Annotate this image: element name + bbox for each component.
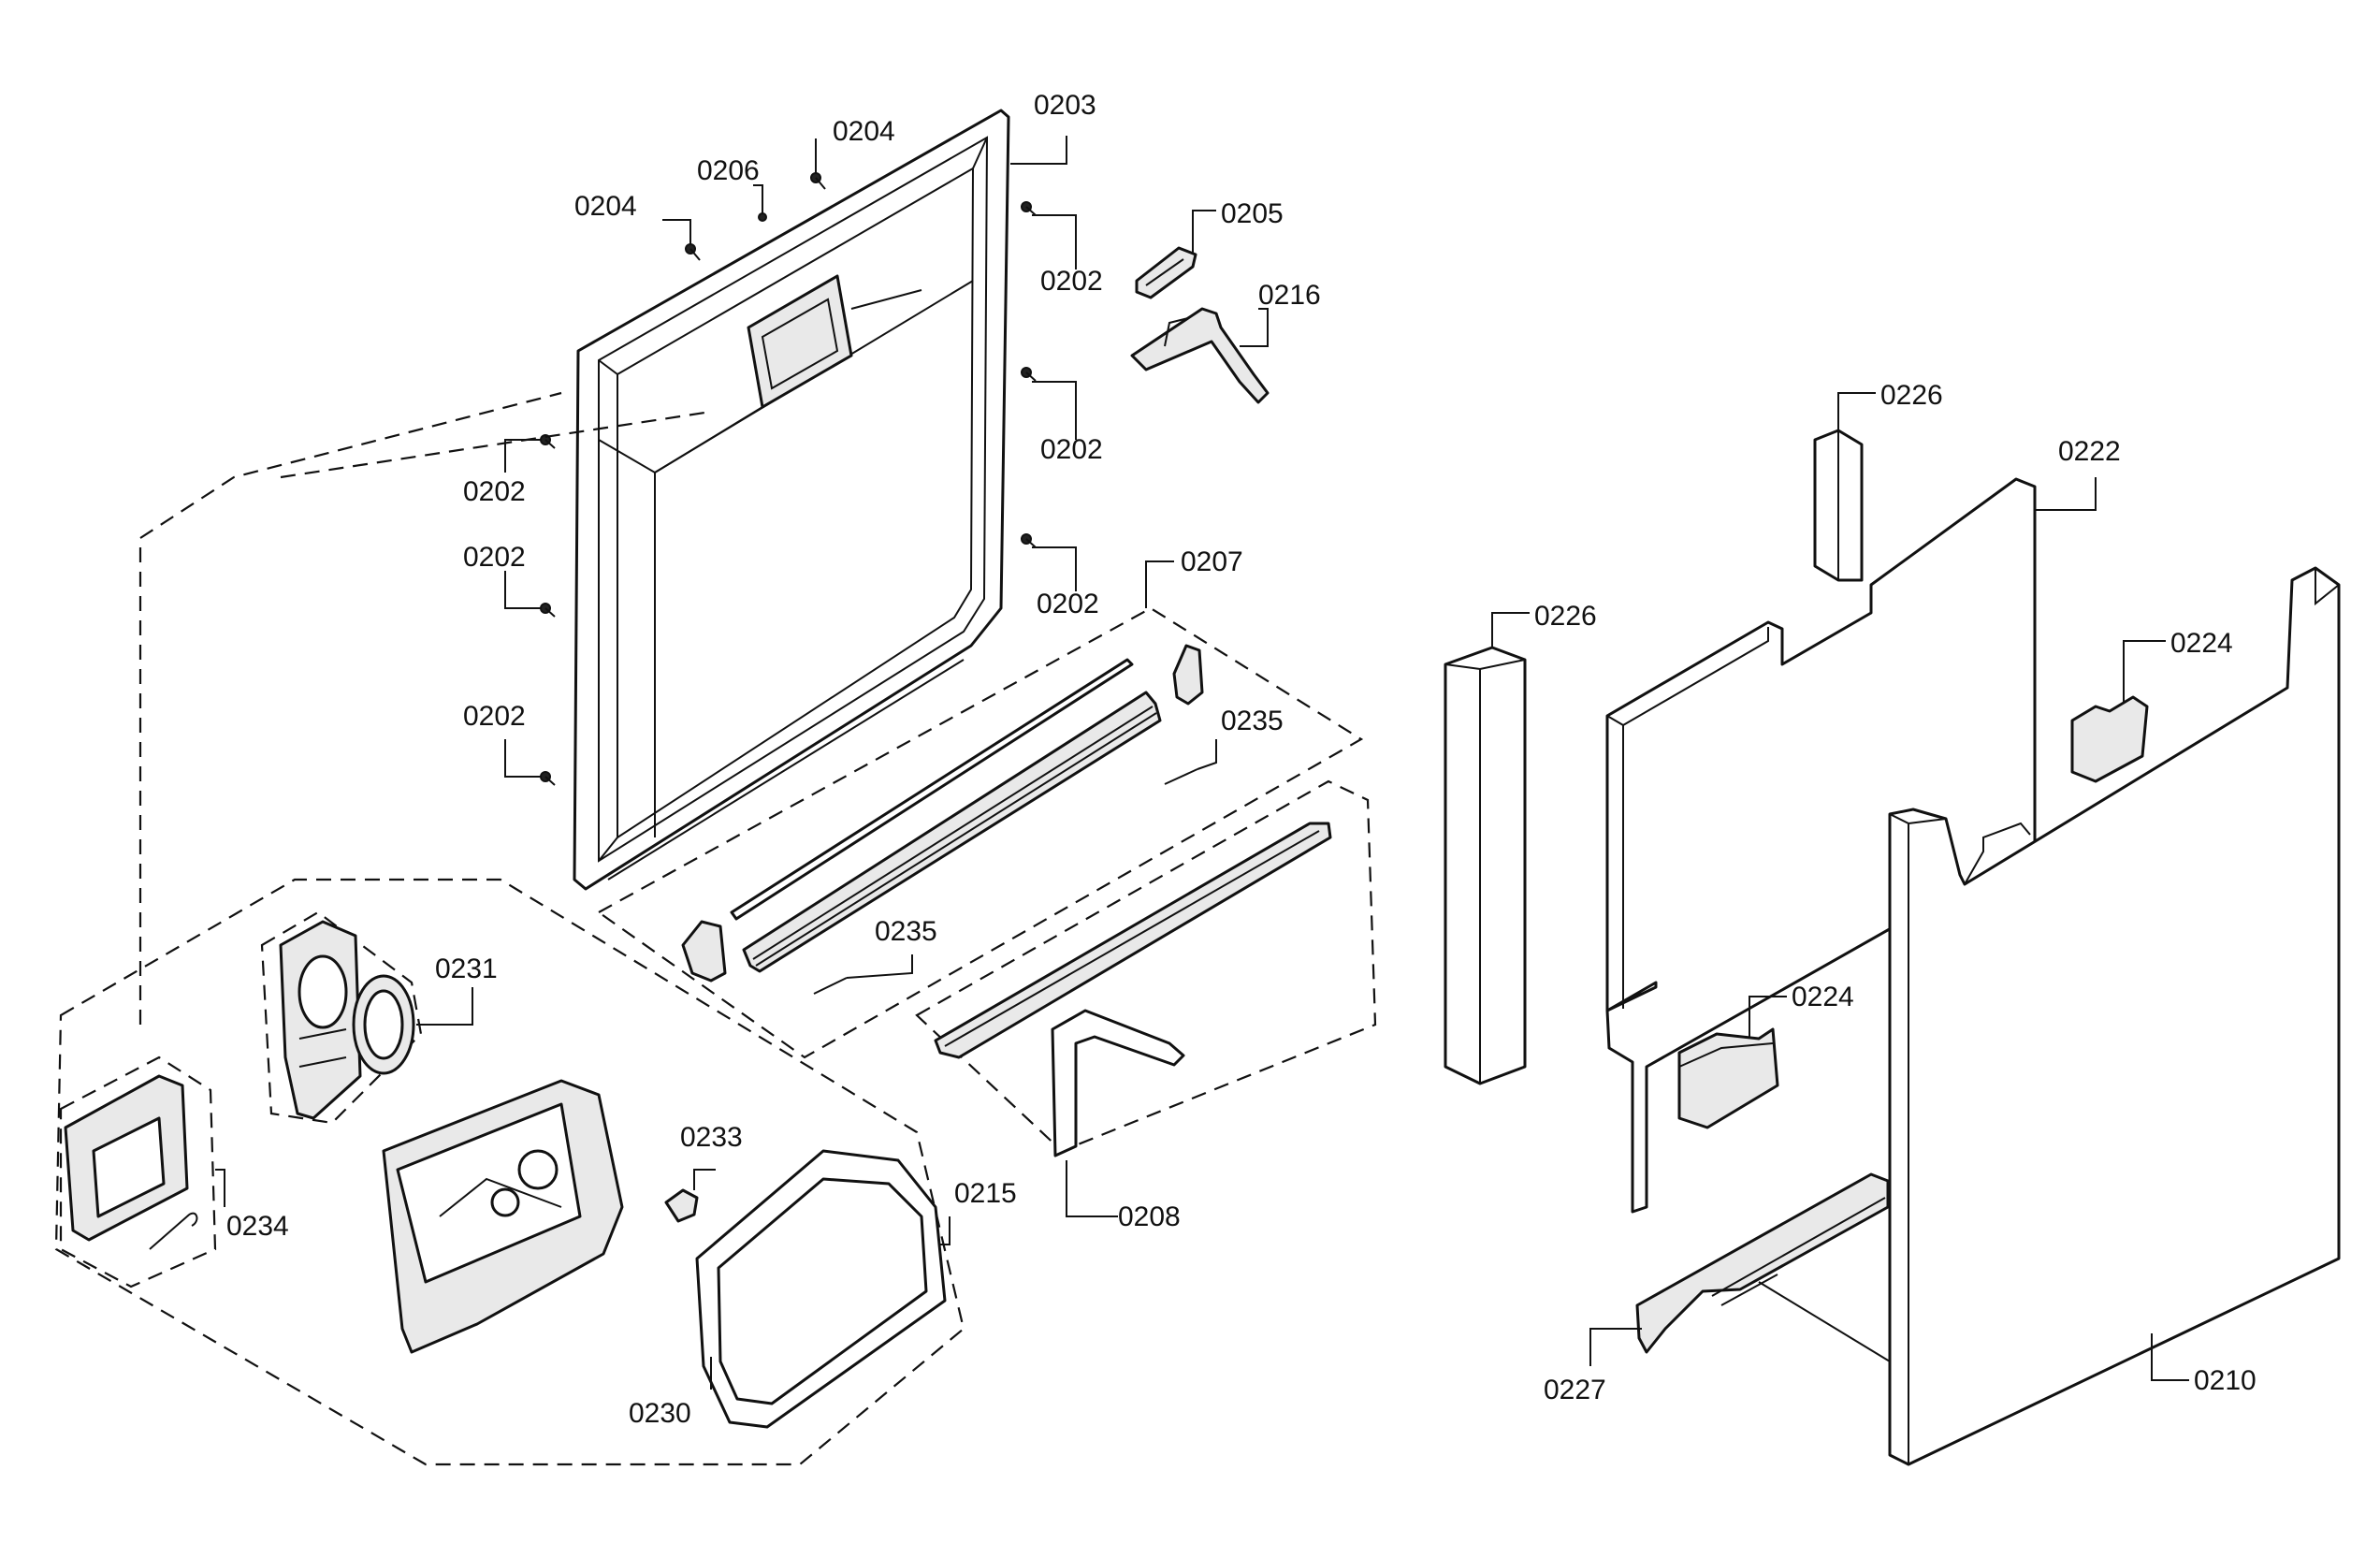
connector-dash-left (138, 391, 562, 1025)
label-0224: 0224 (2170, 628, 2233, 659)
label-0202: 0202 (1037, 589, 1099, 619)
clip-0233 (664, 1188, 699, 1223)
gasket-frame-0230 (695, 1149, 947, 1429)
leader-0227-extension (1758, 1281, 1891, 1362)
leader-0215 (940, 1216, 951, 1245)
label-0207: 0207 (1181, 546, 1243, 577)
leader-0227 (1589, 1328, 1642, 1366)
clip-0224-upper (2070, 695, 2149, 783)
group-outline-0231 (260, 910, 423, 1125)
strip-0226-upright (1813, 429, 1864, 582)
leader-0204a (662, 219, 691, 245)
screw-0202-r3 (1021, 533, 1037, 548)
label-0202: 0202 (463, 476, 526, 507)
pin-0235-right (1164, 768, 1198, 785)
group-outline-0207 (596, 606, 1364, 1059)
label-0202: 0202 (1040, 434, 1103, 465)
spring-0234 (149, 1212, 198, 1250)
group-outline-0234 (59, 1055, 217, 1288)
group-outline-0208 (915, 779, 1377, 1153)
label-0226: 0226 (1880, 380, 1943, 411)
screw-0206 (758, 212, 767, 222)
label-0222: 0222 (2058, 436, 2121, 467)
trim-0227 (1635, 1172, 1890, 1354)
leader-0235b (846, 954, 913, 979)
leader-0206 (753, 184, 763, 213)
label-0208: 0208 (1118, 1201, 1181, 1232)
label-0203: 0203 (1034, 90, 1096, 121)
leader-0224b (1749, 996, 1787, 1037)
outer-panel-0210 (1888, 566, 2341, 1466)
leader-0202-r2 (1032, 381, 1077, 440)
leader-0202-l2 (504, 571, 541, 609)
post-0226-front (1444, 646, 1527, 1085)
label-0226: 0226 (1534, 601, 1597, 632)
label-0235: 0235 (1221, 706, 1284, 736)
screw-0204-top (810, 172, 826, 190)
label-0210: 0210 (2194, 1365, 2257, 1396)
leader-0202-r3 (1032, 546, 1077, 591)
leader-0231 (416, 987, 473, 1026)
label-0215: 0215 (954, 1178, 1017, 1209)
label-0202: 0202 (1040, 266, 1103, 297)
label-0235: 0235 (875, 916, 937, 947)
pin-0235-left (813, 977, 848, 995)
dispenser-cover-0231 (279, 920, 362, 1120)
control-module (382, 1079, 624, 1354)
screw-0202-l2 (540, 603, 556, 618)
label-0224: 0224 (1792, 982, 1854, 1012)
leader-0203 (1010, 136, 1067, 165)
leader-0234 (215, 1169, 225, 1207)
label-0202: 0202 (463, 542, 526, 573)
label-0234: 0234 (226, 1211, 289, 1242)
screw-0202-r1 (1021, 201, 1037, 216)
hinge-clip-left (681, 920, 727, 983)
screw-0202-r2 (1021, 367, 1037, 382)
label-0216: 0216 (1258, 280, 1321, 311)
leader-0235a (1197, 739, 1217, 770)
label-0206: 0206 (697, 155, 760, 186)
inner-door-panel (573, 109, 1010, 891)
leader-0207 (1145, 560, 1174, 608)
leader-0202-r1 (1032, 214, 1077, 269)
hinge-bracket-0216 (1130, 307, 1270, 404)
hinge-clip-right (1172, 644, 1204, 706)
leader-0226b (1491, 612, 1530, 648)
cover-plate-0234 (64, 1074, 189, 1242)
leader-0226a (1837, 392, 1876, 430)
panel-0222 (1605, 477, 2037, 1214)
bottom-seal-strip (730, 658, 1162, 973)
label-0205: 0205 (1221, 198, 1284, 229)
leader-0216 (1240, 308, 1269, 347)
label-0230: 0230 (629, 1398, 691, 1429)
leader-0224a (2123, 640, 2166, 702)
label-0204: 0204 (833, 116, 895, 147)
leader-0205 (1192, 210, 1216, 253)
leader-0202-l3 (504, 739, 541, 778)
latch-part-0205 (1135, 246, 1197, 299)
label-0233: 0233 (680, 1122, 743, 1153)
seal-ring-0231 (352, 974, 415, 1075)
leader-0208 (1066, 1160, 1118, 1217)
leader-0202-l1 (504, 439, 541, 473)
screw-0204-left (685, 243, 701, 261)
label-0202: 0202 (463, 701, 526, 732)
label-0204: 0204 (574, 191, 637, 222)
leader-0233 (693, 1169, 716, 1190)
screw-0202-l3 (540, 771, 556, 786)
leader-0222 (2035, 477, 2097, 511)
clip-0224-lower (1677, 1027, 1779, 1129)
label-0231: 0231 (435, 953, 498, 984)
bracket-0208 (1051, 1009, 1185, 1157)
rail-0208 (934, 822, 1332, 1059)
leader-0210 (2151, 1333, 2189, 1381)
label-0227: 0227 (1544, 1375, 1606, 1405)
